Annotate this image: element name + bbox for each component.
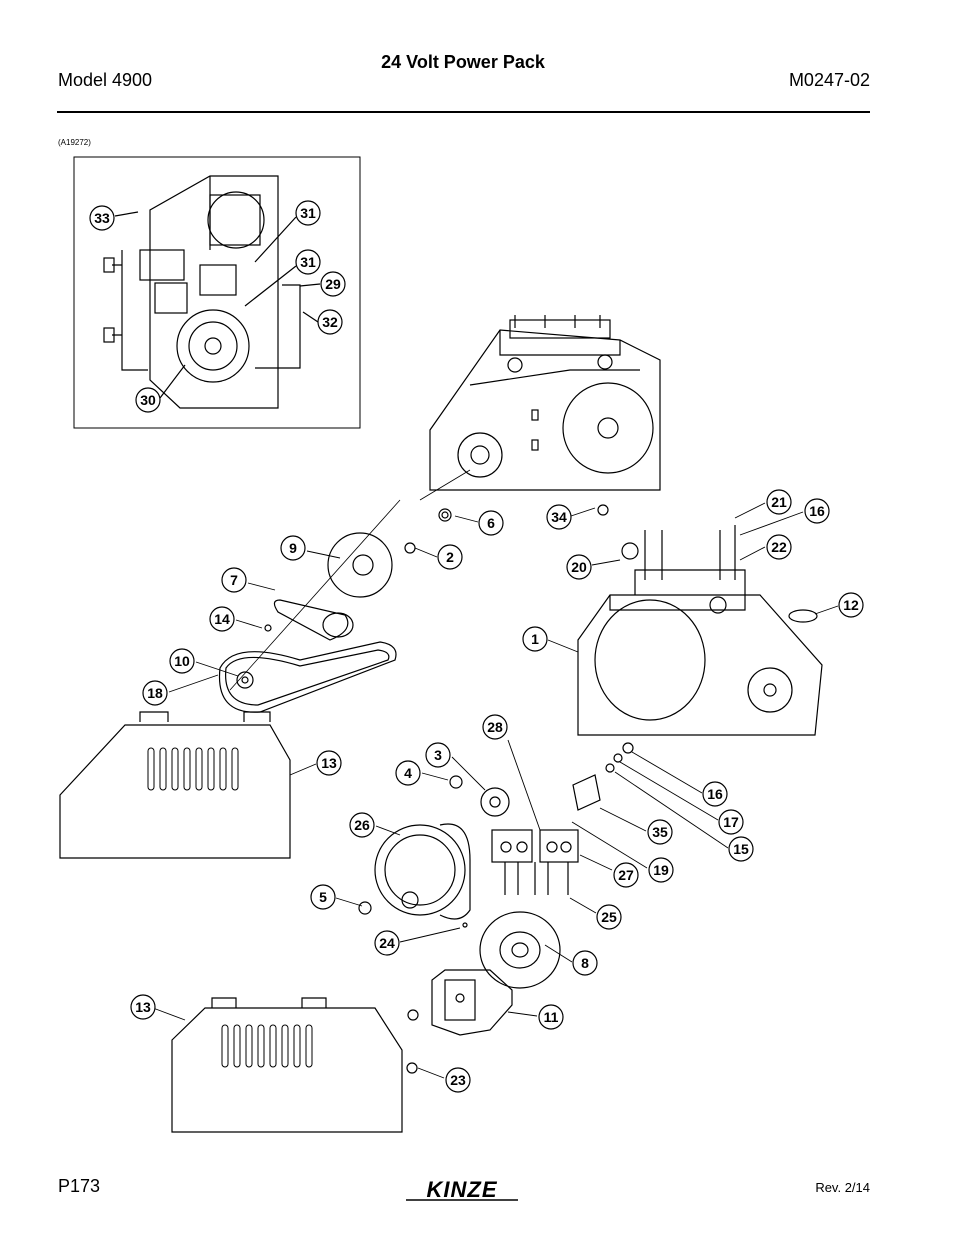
callout-numbers: 33 31 31 29 32 30 6 2 34 21 16 22 9 20 7…: [94, 205, 859, 1088]
relays: [491, 742, 634, 895]
callout-11: 11: [544, 1009, 559, 1025]
callouts: [89, 200, 864, 1093]
callout-12: 12: [843, 597, 859, 613]
clutch: [462, 911, 561, 989]
callout-7: 7: [230, 572, 238, 588]
callout-20: 20: [571, 559, 587, 575]
page-title: 24 Volt Power Pack: [381, 52, 545, 72]
callout-17: 17: [723, 814, 739, 830]
kinze-logo: KINZE: [406, 1177, 518, 1202]
callout-14: 14: [214, 611, 230, 627]
header-rule: [57, 111, 870, 113]
logo-text: KINZE: [427, 1177, 498, 1202]
callout-23: 23: [450, 1072, 466, 1088]
pulley-belt-assembly: [218, 504, 609, 713]
callout-26: 26: [354, 817, 370, 833]
callout-18: 18: [147, 685, 163, 701]
inset-detail: [73, 156, 361, 429]
model-label: Model 4900: [58, 70, 153, 90]
callout-27: 27: [618, 867, 634, 883]
callout-4: 4: [404, 765, 412, 781]
callout-5: 5: [319, 889, 327, 905]
callout-28: 28: [487, 719, 503, 735]
callout-35: 35: [652, 824, 668, 840]
callout-6: 6: [487, 515, 495, 531]
callout-25: 25: [601, 909, 617, 925]
callout-32: 32: [322, 314, 338, 330]
callout-15: 15: [733, 841, 749, 857]
callout-circle: [89, 205, 115, 231]
callout-30: 30: [140, 392, 156, 408]
callout-10: 10: [174, 653, 190, 669]
hydraulic-pump: [406, 969, 513, 1074]
callout-31: 31: [300, 254, 316, 270]
document-number: M0247-02: [788, 70, 870, 90]
callout-13: 13: [135, 999, 151, 1015]
revision-label: Rev. 2/14: [815, 1180, 870, 1195]
callout-16: 16: [707, 786, 723, 802]
callout-1: 1: [531, 631, 539, 647]
shaft-axis: [229, 499, 401, 691]
upper-housing: [429, 315, 661, 491]
shield-lower-vents: [221, 1024, 313, 1068]
callout-31: 31: [300, 205, 316, 221]
callout-34: 34: [551, 509, 567, 525]
alternator: [358, 775, 510, 920]
shield-upper-vents: [147, 747, 239, 791]
callout-16: 16: [809, 503, 825, 519]
callout-33: 33: [94, 210, 110, 226]
page-number: P173: [58, 1176, 101, 1196]
callout-22: 22: [771, 539, 787, 555]
callout-21: 21: [771, 494, 787, 510]
leader-lines: [152, 502, 839, 1079]
figure-id: (A19272): [58, 138, 91, 147]
callout-13: 13: [321, 755, 337, 771]
lower-housing: [577, 525, 823, 736]
shield-lower: [171, 1007, 403, 1133]
shield-upper: [59, 724, 291, 859]
callout-19: 19: [653, 862, 669, 878]
callout-24: 24: [379, 935, 395, 951]
callout-2: 2: [446, 549, 454, 565]
callout-9: 9: [289, 540, 297, 556]
callout-3: 3: [434, 747, 442, 763]
callout-29: 29: [325, 276, 341, 292]
callout-8: 8: [581, 955, 589, 971]
